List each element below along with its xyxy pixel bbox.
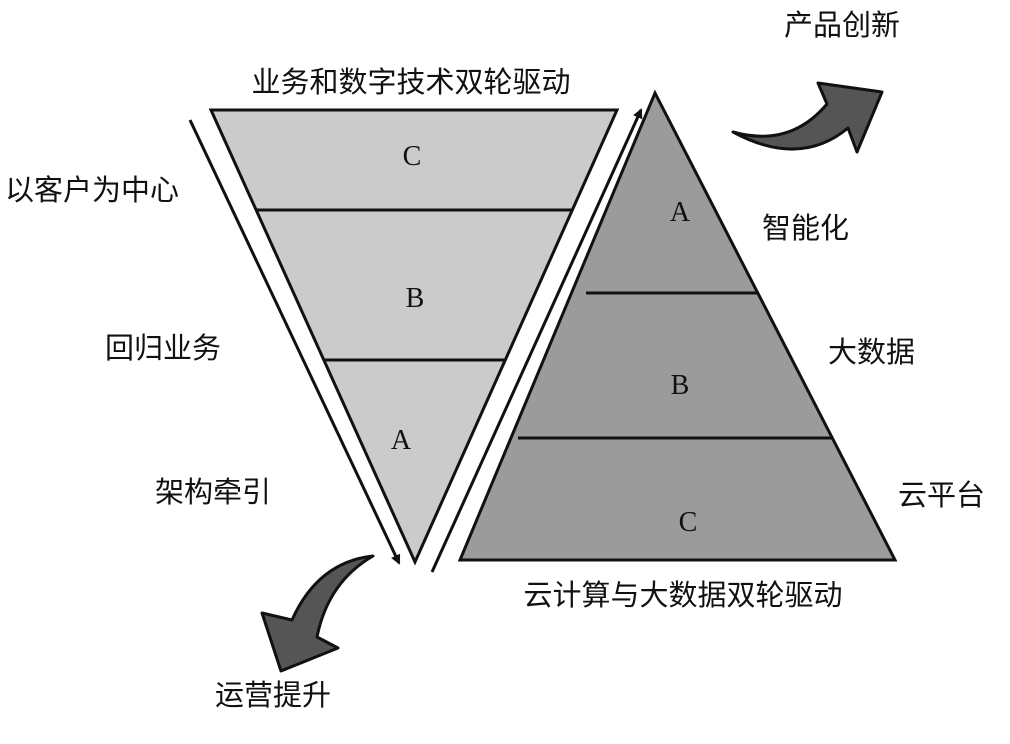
curved-arrow-up-icon — [731, 81, 884, 154]
pyramid-title: 云计算与大数据双轮驱动 — [523, 578, 842, 612]
funnel-layer-label: A — [391, 425, 412, 456]
inverted-funnel: C B A — [208, 108, 620, 566]
pyramid-shape — [457, 89, 898, 562]
up-arrow-line — [430, 108, 643, 573]
pyramid-layer-label: B — [671, 370, 690, 401]
funnel-shape — [208, 108, 620, 566]
funnel-layer-label: B — [406, 283, 425, 314]
funnel-side-label: 以客户为中心 — [5, 173, 179, 207]
funnel-layer-label: C — [403, 141, 422, 172]
pyramid-side-label: 云平台 — [898, 478, 985, 512]
pyramid-layer-label: A — [670, 197, 691, 228]
funnel-side-label: 架构牵引 — [155, 475, 271, 509]
pyramid: A B C — [457, 89, 898, 562]
funnel-outcome: 运营提升 — [215, 678, 331, 712]
pyramid-layer-label: C — [679, 507, 698, 538]
pyramid-side-label: 智能化 — [762, 211, 849, 245]
pyramid-side-label: 大数据 — [828, 335, 915, 369]
funnel-title: 业务和数字技术双轮驱动 — [251, 65, 570, 99]
funnel-side-label: 回归业务 — [105, 331, 221, 365]
curved-arrow-down-icon — [260, 554, 375, 673]
down-arrow-line — [188, 119, 401, 565]
pyramid-outcome: 产品创新 — [784, 8, 900, 42]
